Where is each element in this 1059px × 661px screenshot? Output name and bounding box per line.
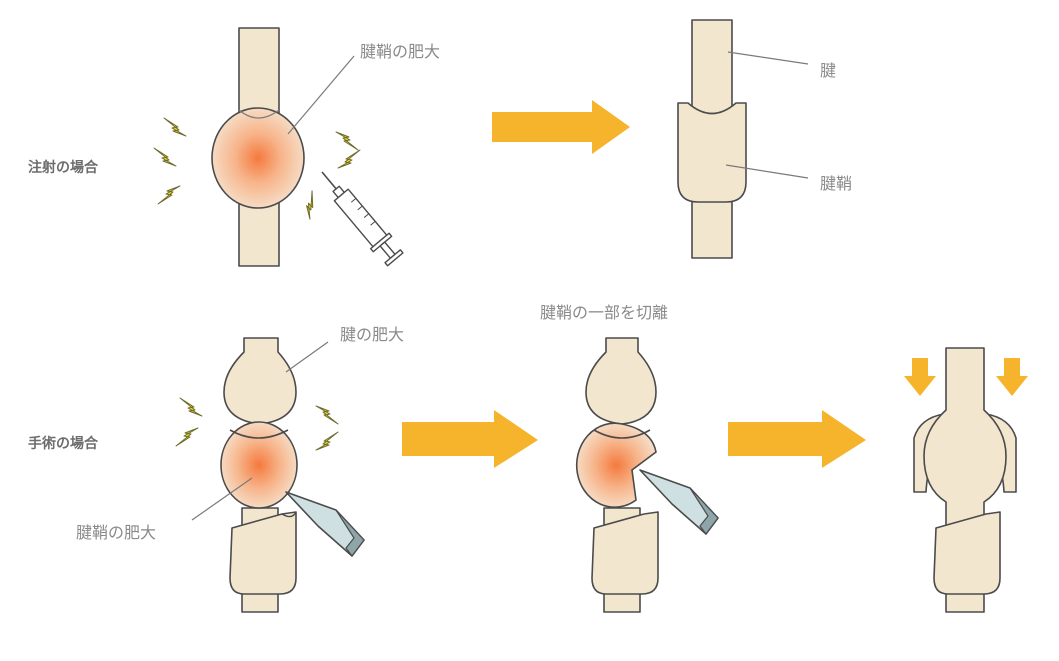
injection-before-figure: 腱鞘の肥大 xyxy=(153,27,440,267)
swollen-sheath xyxy=(211,107,305,209)
sheath-swelling-callout-top: 腱鞘の肥大 xyxy=(360,42,440,61)
leader-line xyxy=(287,55,355,135)
arrow-down-icon xyxy=(904,358,936,396)
arrow-right-icon xyxy=(402,410,538,468)
surgery-after-figure xyxy=(904,347,1028,613)
tendon-swelling xyxy=(223,337,297,425)
sheath-rim xyxy=(593,429,651,439)
cut-sheath xyxy=(575,422,657,508)
tendon-shaft xyxy=(923,347,1007,613)
leader-line xyxy=(191,477,253,521)
swollen-sheath xyxy=(220,421,298,509)
tendon-swelling xyxy=(585,337,657,425)
syringe-icon xyxy=(321,171,404,267)
leader-line xyxy=(285,341,329,373)
lightning-bolt-icon xyxy=(153,147,177,167)
surgery-cut-figure: 腱鞘の一部を切離 xyxy=(540,303,719,613)
sheath-rim xyxy=(229,429,289,439)
lower-sheath xyxy=(229,511,297,595)
sheath-swelling-callout-bottom: 腱鞘の肥大 xyxy=(76,523,156,542)
lightning-bolt-icon xyxy=(163,117,187,137)
lower-sheath xyxy=(591,511,659,595)
injection-row-label: 注射の場合 xyxy=(28,159,99,176)
sheath-callout: 腱鞘 xyxy=(820,174,852,193)
scalpel-icon xyxy=(285,491,365,557)
arrow-right-icon xyxy=(728,410,866,468)
scalpel-icon xyxy=(639,469,719,535)
tendon-swelling-callout: 腱の肥大 xyxy=(340,325,404,344)
normal-sheath xyxy=(677,102,747,203)
leader-line xyxy=(725,164,809,179)
surgery-before-figure: 腱の肥大 腱鞘の肥大 xyxy=(76,325,404,613)
arrow-right-icon xyxy=(492,100,630,154)
lightning-bolt-icon xyxy=(315,431,339,451)
arrow-down-icon xyxy=(996,358,1028,396)
lightning-bolt-icon xyxy=(315,405,339,425)
lightning-bolt-icon xyxy=(337,149,361,169)
lightning-bolt-icon xyxy=(296,190,326,220)
lightning-bolt-icon xyxy=(157,185,181,205)
injection-after-figure: 腱 腱鞘 xyxy=(677,19,852,259)
lightning-bolt-icon xyxy=(175,427,199,447)
surgery-row-label: 手術の場合 xyxy=(28,435,99,452)
lower-sheath xyxy=(933,511,1001,595)
partial-cut-callout: 腱鞘の一部を切離 xyxy=(540,303,668,322)
leader-line xyxy=(727,51,809,65)
lightning-bolt-icon xyxy=(179,397,203,417)
sheath-rim xyxy=(238,109,280,119)
lightning-bolt-icon xyxy=(335,131,359,151)
tendon-callout: 腱 xyxy=(820,61,836,80)
